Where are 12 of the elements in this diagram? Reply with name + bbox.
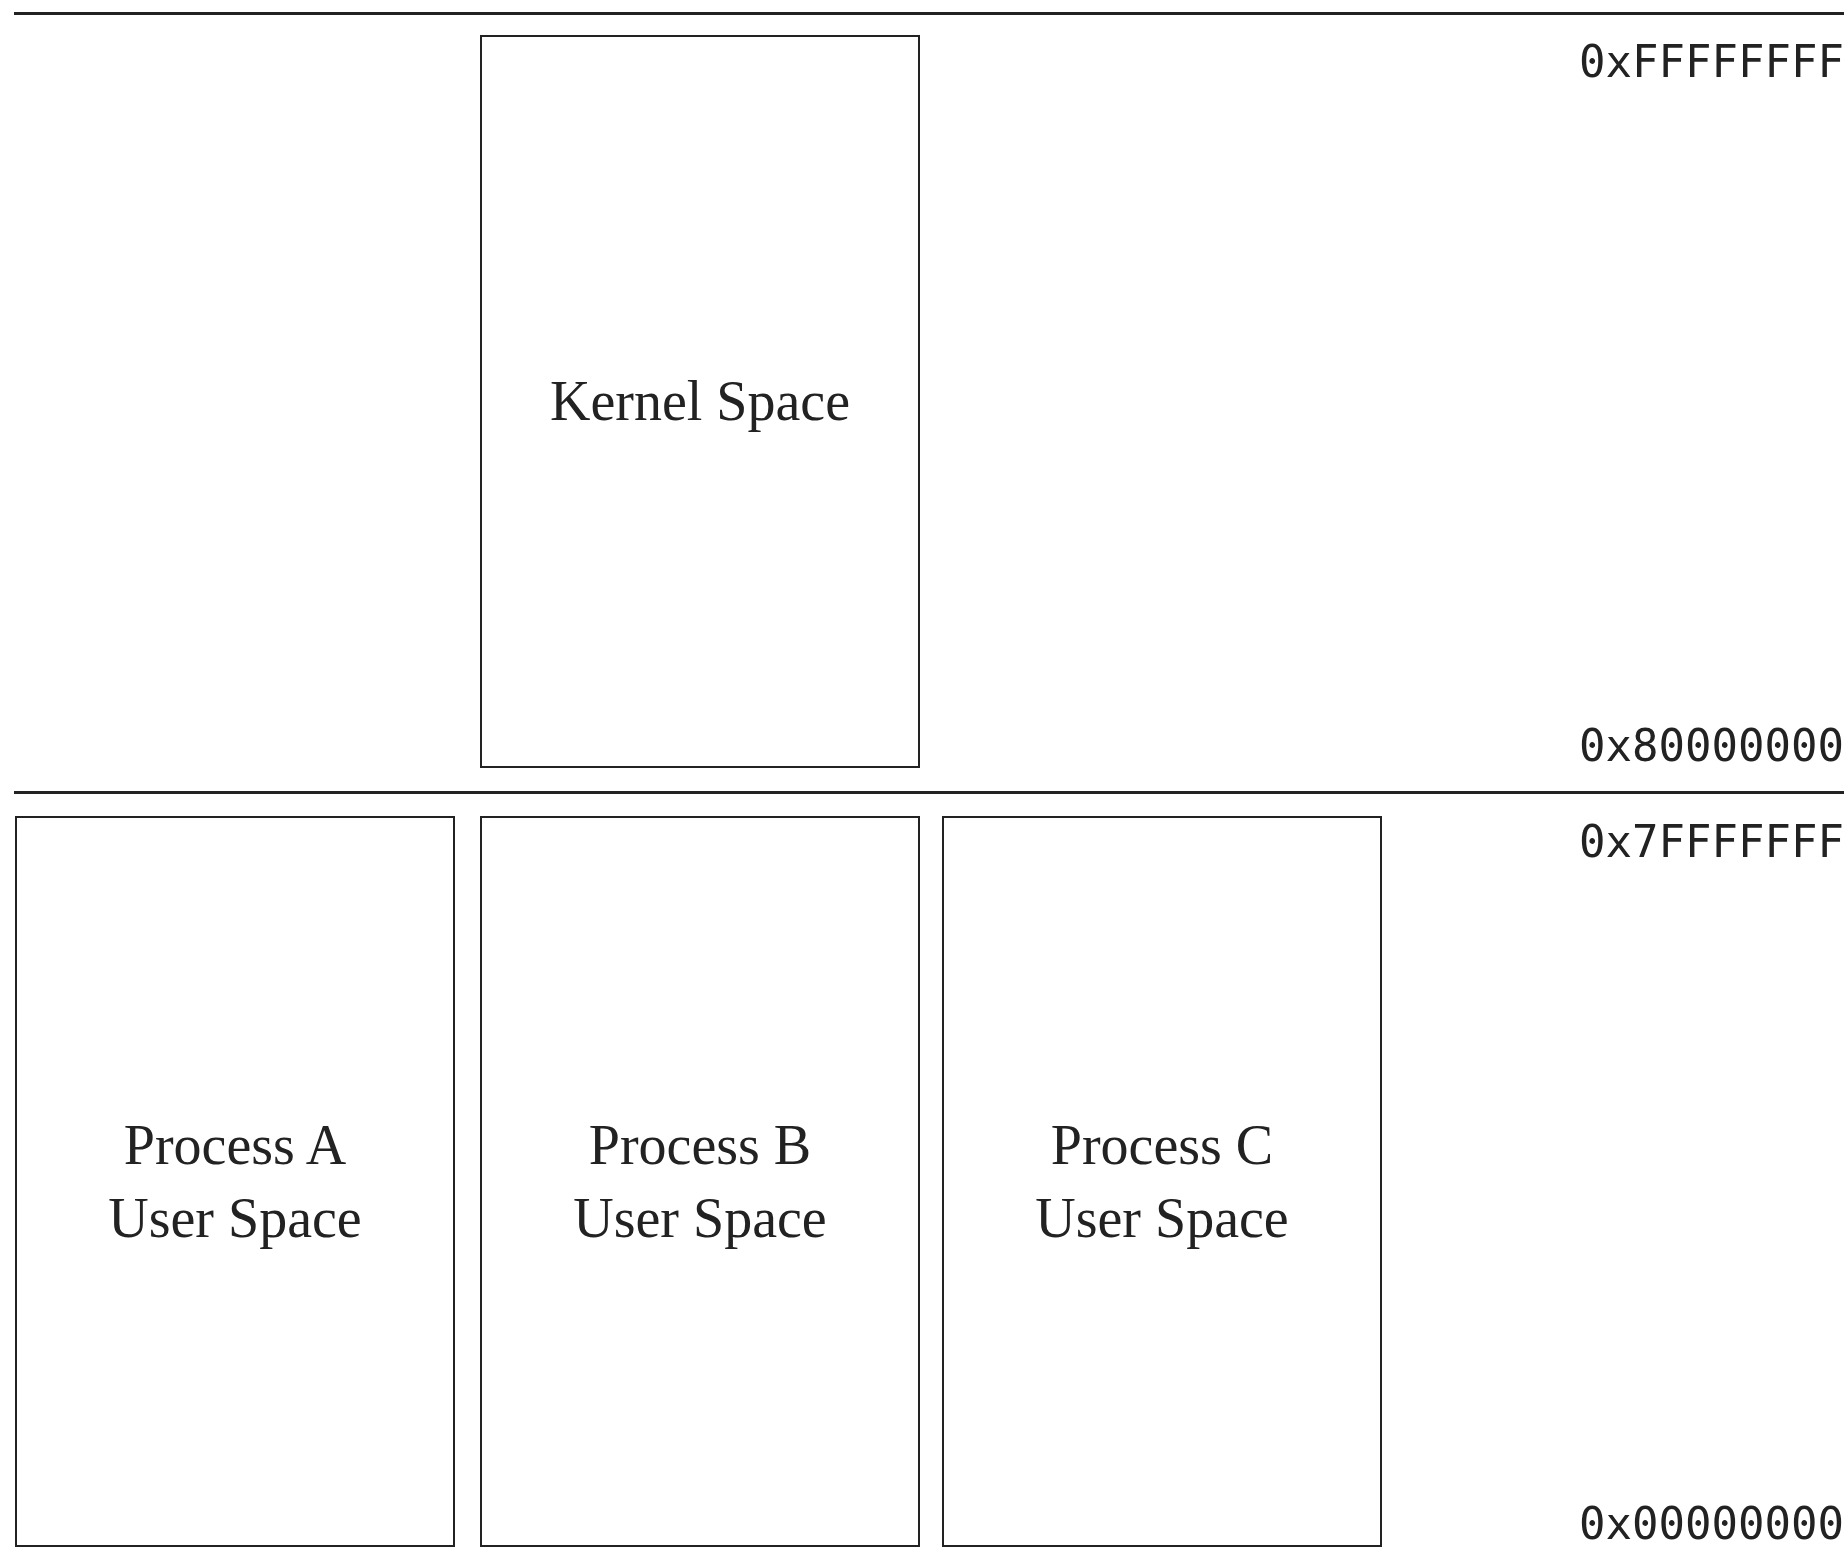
- memory-region-box: [480, 816, 920, 1547]
- address-label: 0xFFFFFFFF: [1579, 35, 1844, 87]
- memory-region-box: [15, 816, 455, 1547]
- address-label: 0x7FFFFFFF: [1579, 815, 1844, 867]
- region-label: Process A User Space: [107, 1112, 363, 1251]
- region-label: Process B User Space: [572, 1112, 828, 1251]
- address-label: 0x80000000: [1579, 719, 1844, 771]
- region-label: Kernel Space: [549, 369, 851, 435]
- address-label: 0x00000000: [1579, 1497, 1844, 1549]
- memory-region-box: [480, 35, 920, 768]
- region-label: Process C User Space: [1034, 1112, 1290, 1251]
- memory-region-box: [942, 816, 1382, 1547]
